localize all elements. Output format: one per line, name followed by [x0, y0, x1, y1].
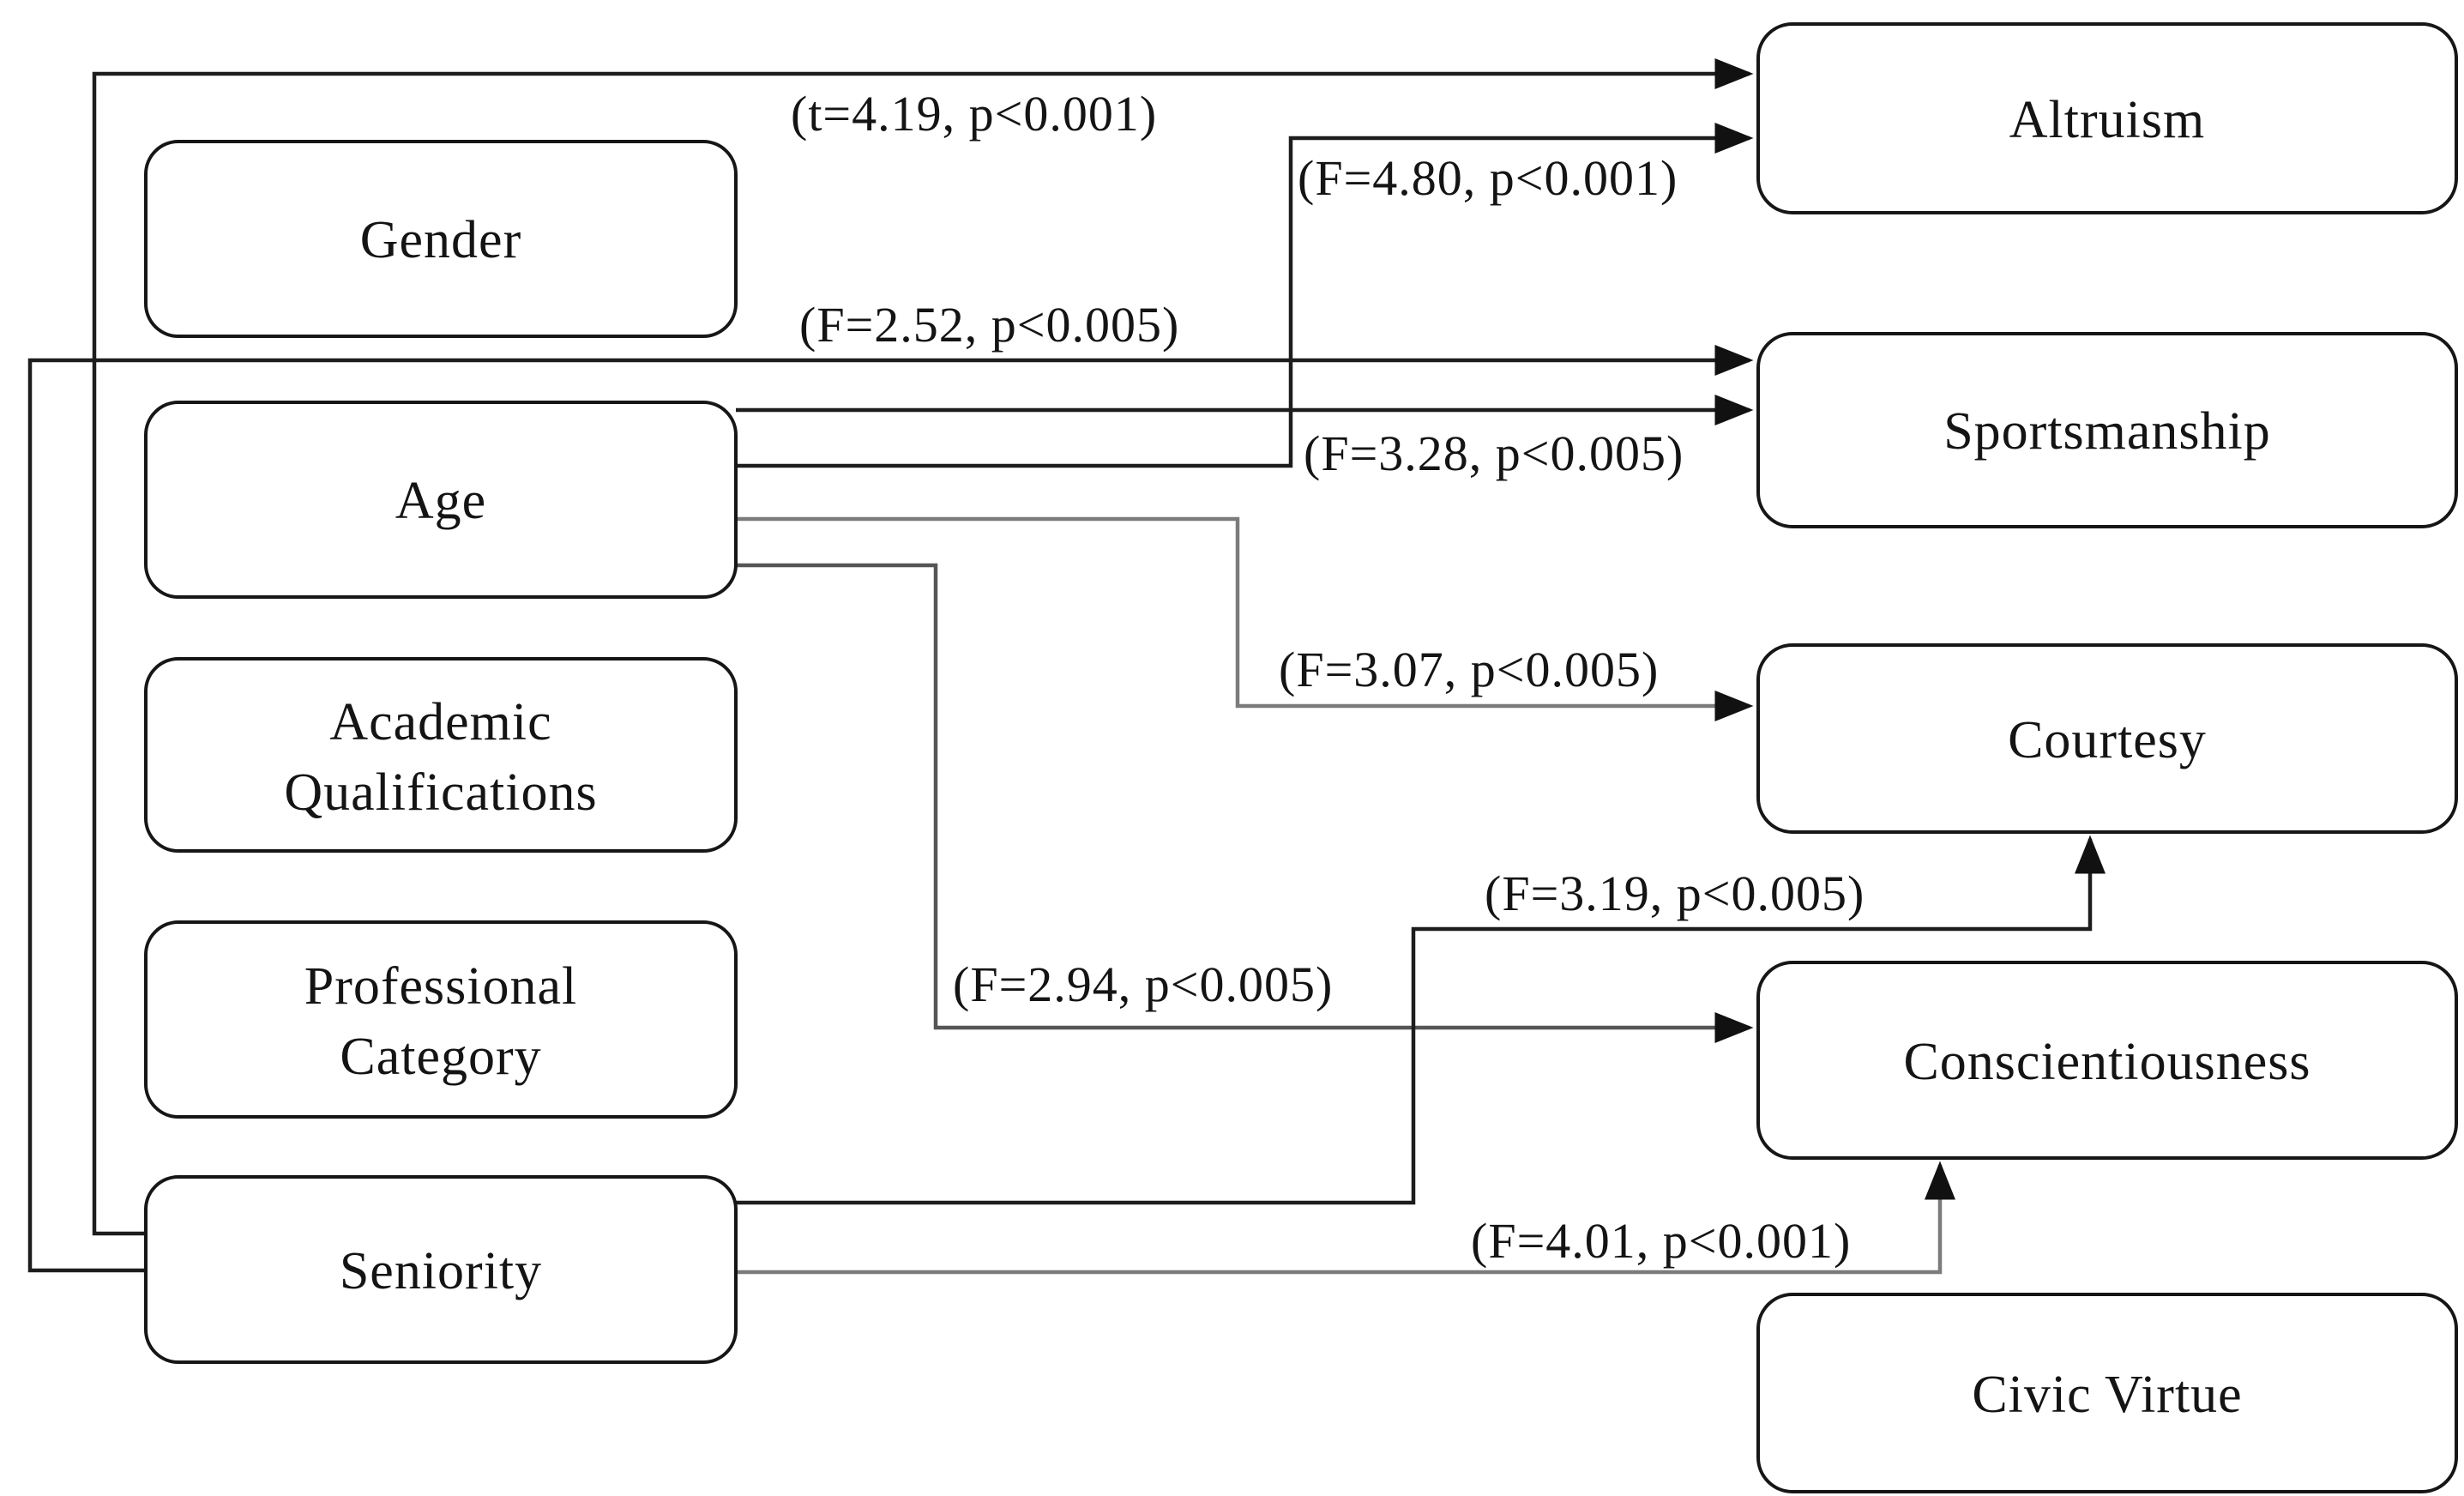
edge-seniority-courtesy	[736, 835, 2106, 1205]
stat-age-altruism: (F=4.80, p<0.001)	[1298, 150, 1678, 206]
age-label: Age	[395, 472, 486, 530]
node-academic-qualifications: Academic Qualifications	[144, 657, 738, 853]
edge-layer	[27, 58, 2106, 1275]
age-box	[144, 401, 738, 599]
altruism-label: Altruism	[2009, 91, 2205, 149]
edge-seniority-conscientiousness	[736, 1161, 1955, 1275]
stat-seniority-sportsmanship: (F=2.52, p<0.005)	[799, 297, 1179, 353]
sportsmanship-box	[1756, 332, 2458, 528]
stat-seniority-conscientiousness: (F=4.01, p<0.001)	[1471, 1213, 1851, 1269]
stat-age-sportsmanship: (F=3.28, p<0.005)	[1304, 425, 1684, 481]
gender-box	[144, 140, 738, 338]
courtesy-box	[1756, 643, 2458, 834]
altruism-box	[1756, 22, 2458, 214]
edge-age-altruism	[736, 123, 1754, 468]
node-civic-virtue: Civic Virtue	[1756, 1293, 2458, 1493]
professional-category-label-line2: Category	[340, 1028, 541, 1086]
node-professional-category: Professional Category	[144, 920, 738, 1119]
sportsmanship-label: Sportsmanship	[1943, 402, 2271, 461]
stat-seniority-altruism: (t=4.19, p<0.001)	[791, 86, 1157, 142]
edge-seniority-altruism	[92, 58, 1754, 1236]
node-gender: Gender	[144, 140, 738, 338]
edge-seniority-sportsmanship	[27, 345, 1754, 1273]
academic-qualifications-label-line1: Academic	[329, 693, 551, 751]
edge-age-conscientiousness	[736, 563, 1754, 1043]
stat-age-conscientiousness: (F=2.94, p<0.005)	[953, 956, 1333, 1012]
professional-category-label-line1: Professional	[304, 957, 578, 1016]
node-altruism: Altruism	[1756, 22, 2458, 214]
conscientiousness-box	[1756, 961, 2458, 1160]
courtesy-label: Courtesy	[2008, 711, 2207, 769]
edge-age-courtesy	[736, 516, 1754, 721]
gender-label: Gender	[360, 211, 521, 269]
edge-stat-layer: (t=4.19, p<0.001) (F=4.80, p<0.001) (F=2…	[791, 86, 1865, 1269]
seniority-label: Seniority	[340, 1242, 542, 1300]
academic-qualifications-box	[144, 657, 738, 853]
civic-virtue-label: Civic Virtue	[1972, 1366, 2242, 1424]
node-age: Age	[144, 401, 738, 599]
professional-category-box	[144, 920, 738, 1119]
node-layer: Gender Age Academic Qualifications Profe…	[144, 22, 2458, 1493]
stat-age-courtesy: (F=3.07, p<0.005)	[1279, 642, 1659, 697]
conscientiousness-label: Conscientiousness	[1903, 1033, 2310, 1091]
civic-virtue-box	[1756, 1293, 2458, 1493]
stat-seniority-courtesy: (F=3.19, p<0.005)	[1485, 866, 1865, 921]
academic-qualifications-label-line2: Qualifications	[284, 763, 597, 822]
node-sportsmanship: Sportsmanship	[1756, 332, 2458, 528]
node-courtesy: Courtesy	[1756, 643, 2458, 834]
node-seniority: Seniority	[144, 1175, 738, 1364]
seniority-box	[144, 1175, 738, 1364]
node-conscientiousness: Conscientiousness	[1756, 961, 2458, 1160]
